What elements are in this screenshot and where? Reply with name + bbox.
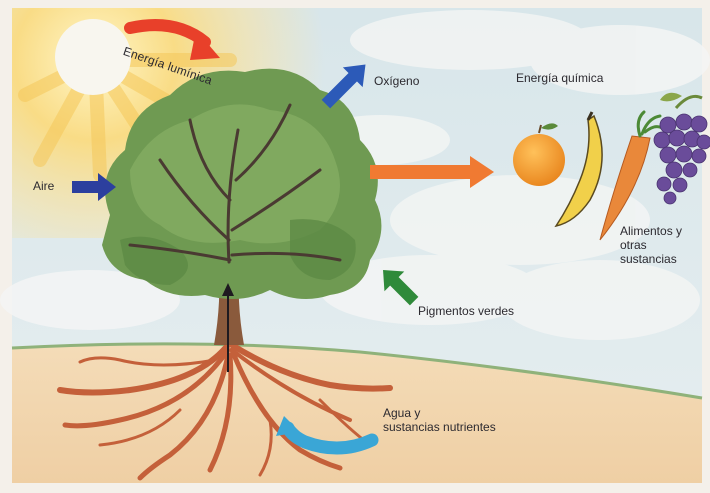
alimentos-label: Alimentos y otras sustancias bbox=[620, 224, 702, 266]
alimentos-line-1: Alimentos y bbox=[620, 224, 702, 238]
alimentos-line-2: otras sustancias bbox=[620, 238, 702, 266]
oxigeno-label: Oxígeno bbox=[374, 74, 419, 88]
agua-line-2: sustancias nutrientes bbox=[383, 420, 523, 434]
sun-icon bbox=[55, 19, 131, 95]
agua-label: Agua y sustancias nutrientes bbox=[383, 406, 523, 434]
aire-label: Aire bbox=[33, 179, 54, 193]
energia-quimica-label: Energía química bbox=[516, 71, 603, 85]
agua-line-1: Agua y bbox=[383, 406, 523, 420]
pigmentos-label: Pigmentos verdes bbox=[418, 304, 514, 318]
